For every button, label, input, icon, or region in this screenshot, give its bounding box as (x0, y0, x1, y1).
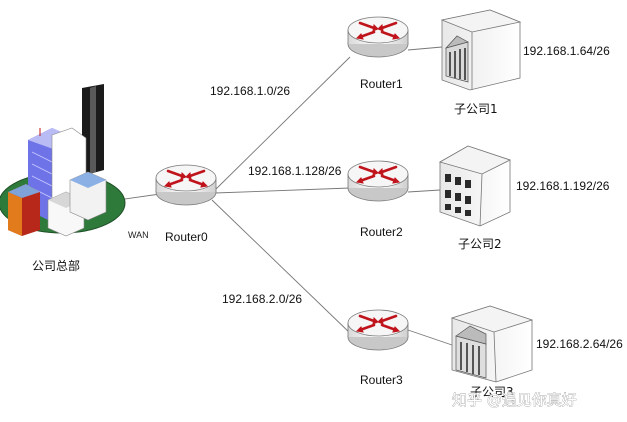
branch3-label: 子公司3 (470, 385, 514, 399)
link1-subnet: 192.168.1.0/26 (210, 84, 290, 98)
router3-icon (346, 308, 410, 352)
link-router0-router1 (214, 56, 351, 191)
headquarters-label: 公司总部 (32, 258, 80, 273)
link-router0-router3 (211, 199, 353, 336)
branch1-label: 子公司1 (454, 102, 498, 116)
router2-label: Router2 (360, 225, 403, 239)
router3-label: Router3 (360, 373, 403, 387)
router0-icon (154, 163, 218, 207)
link2-subnet: 192.168.1.128/26 (248, 164, 342, 178)
branch1-building-icon (440, 9, 522, 91)
router0-label: Router0 (165, 230, 208, 244)
router1-icon (346, 15, 410, 59)
wan-label: WAN (128, 230, 149, 240)
headquarters-building-icon (0, 84, 126, 237)
branch2-building-icon (438, 145, 512, 227)
link3-subnet: 192.168.2.0/26 (222, 292, 302, 306)
link-router0-router2 (214, 187, 351, 194)
branch3-building-icon (450, 305, 534, 383)
branch2-subnet: 192.168.1.192/26 (516, 179, 610, 193)
watermark: 知乎 @遇见你真好 (452, 391, 577, 409)
link-router3-branch3 (407, 329, 453, 346)
router2-icon (346, 159, 410, 203)
branch2-label: 子公司2 (458, 237, 502, 251)
branch1-subnet: 192.168.1.64/26 (523, 44, 610, 58)
link-router1-branch1 (407, 46, 443, 51)
connections (117, 46, 453, 346)
link-router2-branch2 (407, 189, 441, 193)
router1-label: Router1 (360, 77, 403, 91)
branch3-subnet: 192.168.2.64/26 (536, 337, 623, 351)
